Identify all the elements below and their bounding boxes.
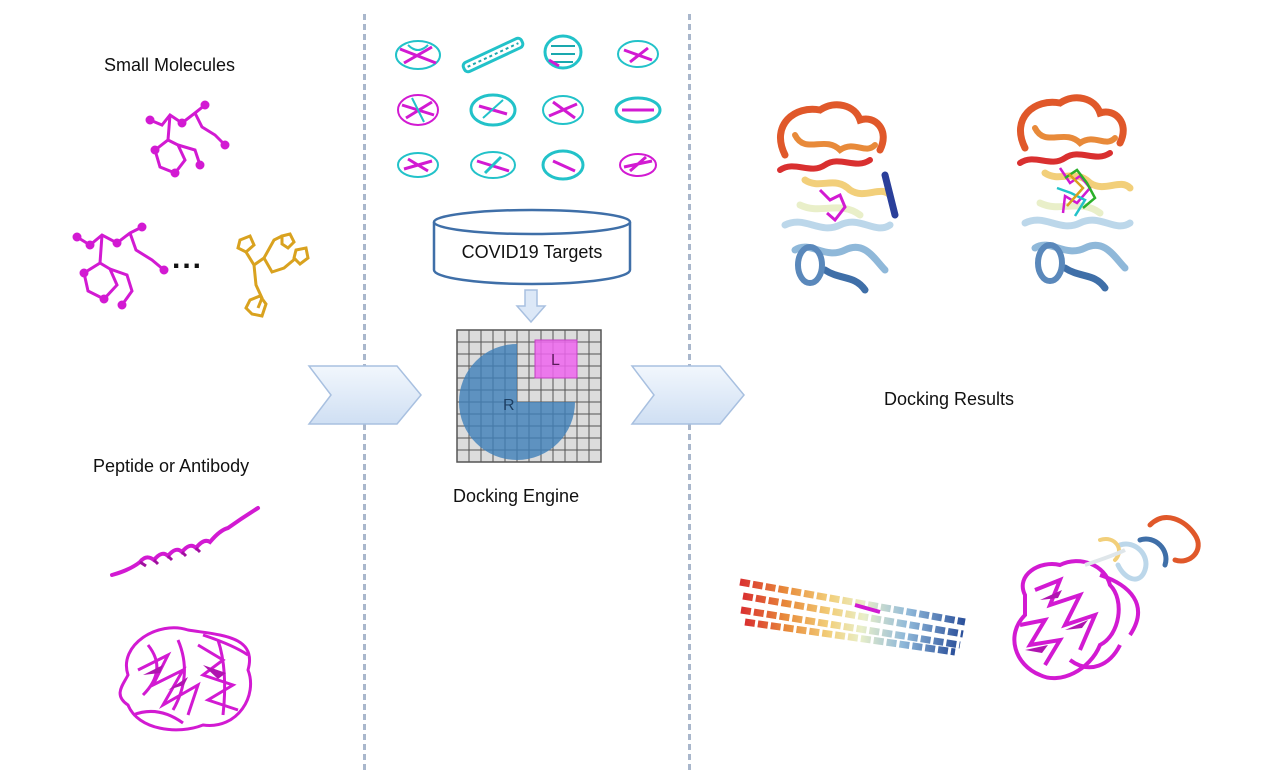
flow-arrow-icon bbox=[307, 365, 422, 425]
docking-result-complex bbox=[1012, 515, 1201, 681]
target-protein-icons bbox=[395, 34, 662, 181]
small-molecules-label: Small Molecules bbox=[104, 55, 236, 75]
small-molecule-icon-2 bbox=[72, 222, 169, 310]
antibody-ribbon-icon bbox=[118, 626, 253, 732]
small-molecule-icon-3 bbox=[236, 232, 310, 318]
docking-grid-icon bbox=[456, 329, 602, 463]
ellipsis-text: ... bbox=[172, 242, 204, 275]
ligand-letter: L bbox=[551, 352, 560, 369]
docking-results-label: Docking Results bbox=[884, 389, 1015, 409]
docking-result-protein-2 bbox=[1016, 94, 1134, 292]
peptide-antibody-label: Peptide or Antibody bbox=[93, 456, 250, 476]
covid19-targets-label: COVID19 Targets bbox=[461, 242, 603, 262]
docking-grid: R L bbox=[456, 329, 602, 463]
receptor-letter: R bbox=[503, 397, 515, 414]
docking-engine-label: Docking Engine bbox=[453, 486, 580, 506]
docking-result-helix-bundle bbox=[739, 578, 966, 656]
docking-result-protein-1 bbox=[776, 101, 899, 294]
covid19-targets-database: COVID19 Targets bbox=[432, 208, 632, 288]
database-cylinder-icon bbox=[432, 208, 632, 286]
down-arrow-icon bbox=[515, 289, 547, 324]
peptide-helix-icon bbox=[110, 506, 260, 577]
small-molecule-icon bbox=[145, 100, 230, 178]
flow-arrow-icon-2 bbox=[630, 365, 745, 425]
